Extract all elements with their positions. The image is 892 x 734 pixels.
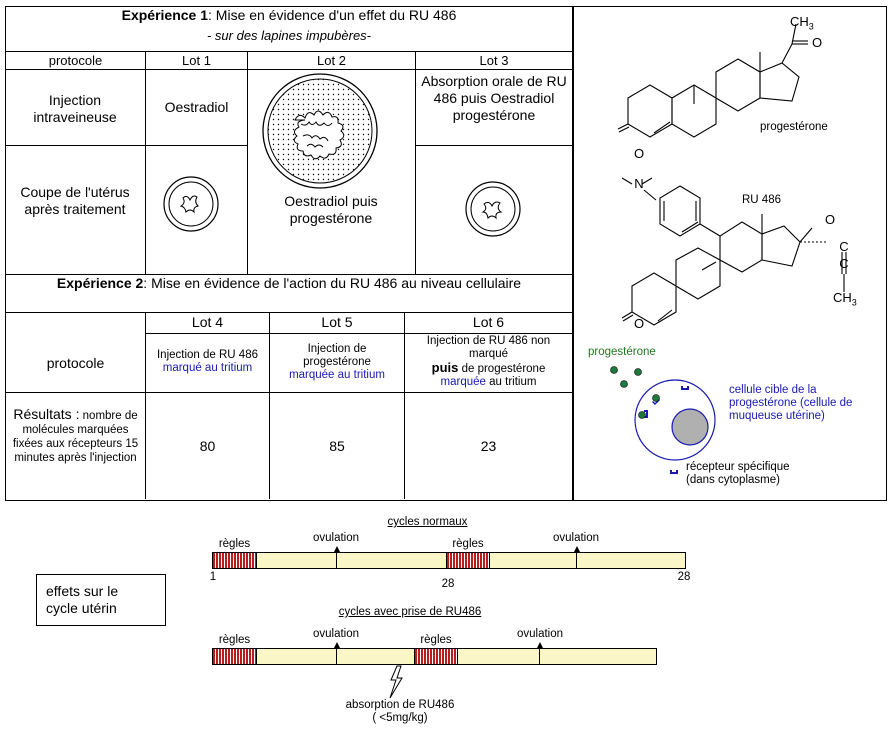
o-label-ru: O xyxy=(824,212,836,227)
molecules-panel xyxy=(572,6,887,501)
header-lot6: Lot 6 xyxy=(472,314,505,330)
row-injection-label: Injection intraveineuse xyxy=(33,92,117,125)
menses-block xyxy=(446,552,490,569)
ovulation-label: ovulation xyxy=(312,628,360,640)
n-label: N xyxy=(634,176,644,191)
result-lot6: 23 xyxy=(480,438,497,454)
progesterone-dot xyxy=(634,368,642,376)
normal-cycles-title: cycles normaux xyxy=(387,516,468,528)
exp1-subtitle: - sur des lapines impubères- xyxy=(206,28,372,43)
ru-cycles-title: cycles avec prise de RU486 xyxy=(338,606,482,618)
exp2-title: Expérience 2: Mise en évidence de l'acti… xyxy=(56,275,522,291)
regles-label: règles xyxy=(420,634,452,646)
lot2-treatment: Oestradiol puis progestérone xyxy=(284,193,378,226)
ovulation-label: ovulation xyxy=(312,532,360,544)
ru486-structure xyxy=(621,177,847,326)
receptor-legend-marker xyxy=(670,470,678,474)
header-lot5: Lot 5 xyxy=(321,314,353,330)
tick-1: 1 xyxy=(209,571,217,583)
results-label: Résultats : nombre de molécules marquées… xyxy=(12,406,139,464)
ru486-label: RU 486 xyxy=(742,194,781,206)
menses-block xyxy=(414,648,458,665)
tick-28: 28 xyxy=(441,578,455,590)
ovulation-label: ovulation xyxy=(516,628,564,640)
target-cell-diagram xyxy=(610,366,716,474)
c-label-1: C xyxy=(839,239,849,254)
nucleus xyxy=(671,408,709,446)
header-lot2: Lot 2 xyxy=(317,53,346,68)
ch3-label-ru: CH3 xyxy=(833,290,857,308)
o-label-ru-ketone: O xyxy=(633,316,645,331)
lot6-protocol: Injection de RU 486 non marqué puis de p… xyxy=(426,335,551,388)
header-lot3: Lot 3 xyxy=(479,53,509,68)
progesterone-dot xyxy=(620,380,628,388)
cycle-effects-box xyxy=(36,574,166,626)
ovulation-label: ovulation xyxy=(552,532,600,544)
header-lot4: Lot 4 xyxy=(191,314,224,330)
dose-label: ( <5mg/kg) xyxy=(372,712,428,724)
result-lot4: 80 xyxy=(199,438,216,454)
c-label-2: C xyxy=(839,256,849,271)
lot5-protocol: Injection de progestérone marquée au tri… xyxy=(289,343,385,381)
exp2-protocole-label: protocole xyxy=(46,355,105,371)
cycle-effects-label: effets sur le cycle utérin xyxy=(46,583,119,616)
menses-block xyxy=(212,648,257,665)
progesterone-structure xyxy=(617,23,808,138)
menses-block xyxy=(212,552,257,569)
uterus-section-lot2 xyxy=(262,73,378,189)
regles-label: règles xyxy=(218,538,251,550)
row-coupe-label: Coupe de l'utérus après traitement xyxy=(20,184,130,217)
lot3-treatment: Absorption orale de RU 486 puis Oestradi… xyxy=(421,73,567,123)
ch3-label: CH3 xyxy=(790,14,814,32)
uterus-section-lot1 xyxy=(163,176,219,232)
progesterone-dot xyxy=(610,366,618,374)
regles-label: règles xyxy=(218,634,251,646)
header-lot1: Lot 1 xyxy=(182,53,211,68)
experiments-frame xyxy=(5,6,574,501)
regles-label: règles xyxy=(452,538,484,550)
lot4-protocol: Injection de RU 486 marqué au tritium xyxy=(156,349,258,374)
receptor-label: récepteur spécifique (dans cytoplasme) xyxy=(686,461,790,486)
header-protocole: protocole xyxy=(48,53,103,68)
cell-progesterone-label: progestérone xyxy=(588,346,656,358)
progesterone-label: progestérone xyxy=(760,121,828,133)
o-label-top: O xyxy=(811,35,823,50)
o-label-prog: O xyxy=(633,146,645,161)
result-lot5: 85 xyxy=(329,438,345,454)
receptor-marker xyxy=(681,386,689,390)
lightning-arrow-icon xyxy=(389,665,403,699)
target-cell-label: cellule cible de la progestérone (cellul… xyxy=(729,384,853,422)
absorption-label: absorption de RU486 xyxy=(345,699,455,711)
exp1-title: Expérience 1: Mise en évidence d'un effe… xyxy=(121,7,457,23)
uterus-section-lot3 xyxy=(465,181,521,237)
tick-28-end: 28 xyxy=(677,571,691,583)
lot1-treatment: Oestradiol xyxy=(164,99,229,115)
